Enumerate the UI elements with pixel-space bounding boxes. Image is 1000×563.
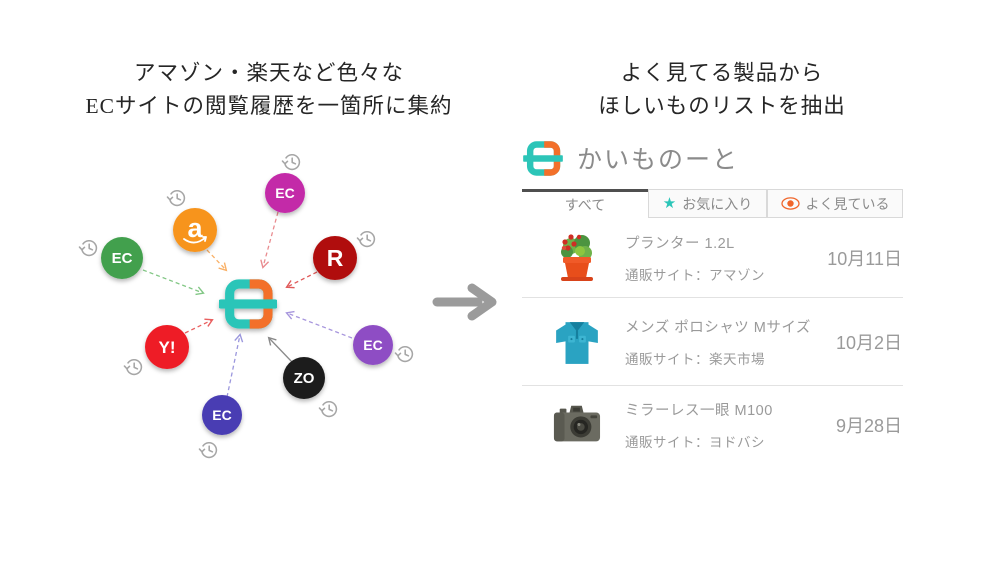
right-headline-line2: ほしいものリストを抽出 bbox=[598, 94, 846, 118]
product-row-polo-shirt[interactable]: メンズ ポロシャツ Mサイズ 通販サイト：楽天市場 10月2日 bbox=[522, 298, 903, 386]
arrow-rakuten bbox=[285, 271, 318, 289]
svg-text:EC: EC bbox=[212, 407, 231, 423]
site-node-indigo-ec: EC bbox=[202, 395, 242, 435]
tab-all-label: すべて bbox=[564, 197, 606, 213]
product-site: 通販サイト：ヨドバシ bbox=[625, 434, 765, 450]
right-headline: よく見てる製品から ほしいものリストを抽出 bbox=[530, 57, 914, 123]
site-node-rakuten: R bbox=[313, 236, 357, 280]
svg-text:R: R bbox=[327, 245, 344, 271]
site-node-magenta-ec: EC bbox=[265, 173, 305, 213]
site-node-green-ec: EC bbox=[101, 237, 143, 279]
product-row-camera[interactable]: ミラーレス一眼 M100 通販サイト：ヨドバシ 9月28日 bbox=[522, 386, 903, 463]
history-clock-icon bbox=[123, 358, 143, 376]
svg-text:EC: EC bbox=[275, 185, 294, 201]
site-node-amazon: a bbox=[173, 208, 217, 252]
product-date: 9月28日 bbox=[835, 415, 902, 436]
tab-favorites[interactable]: ★ お気に入り bbox=[648, 189, 767, 218]
svg-text:EC: EC bbox=[363, 337, 382, 353]
site-node-yahoo: Y! bbox=[145, 325, 189, 369]
polo-shirt-icon bbox=[554, 318, 600, 366]
ec-sites-diagram: EC a EC R Y! EC ZO EC bbox=[78, 153, 414, 459]
svg-text:ZO: ZO bbox=[294, 370, 315, 387]
app-name: かいものーと bbox=[577, 146, 740, 174]
svg-text:EC: EC bbox=[112, 250, 133, 267]
product-list: プランター 1.2L 通販サイト：アマゾン 10月11日 メンズ ポロシャツ M… bbox=[522, 218, 903, 463]
history-clock-icon bbox=[78, 239, 98, 257]
history-clock-icon bbox=[281, 153, 301, 171]
arrow-yahoo bbox=[184, 318, 214, 334]
product-date: 10月11日 bbox=[827, 248, 902, 269]
arrow-magenta-ec bbox=[260, 211, 279, 269]
history-clock-icon bbox=[356, 230, 376, 248]
product-site: 通販サイト：アマゾン bbox=[625, 267, 765, 283]
site-node-zozo: ZO bbox=[283, 357, 325, 399]
svg-text:a: a bbox=[187, 213, 203, 243]
history-clock-icon bbox=[318, 400, 338, 418]
product-site: 通販サイト：楽天市場 bbox=[625, 351, 765, 367]
eye-icon bbox=[780, 197, 800, 210]
history-clock-icon bbox=[166, 189, 186, 207]
transform-arrow-icon bbox=[432, 282, 500, 327]
product-name: プランター 1.2L bbox=[625, 235, 735, 252]
product-date: 10月2日 bbox=[835, 332, 902, 353]
product-row-planter[interactable]: プランター 1.2L 通販サイト：アマゾン 10月11日 bbox=[522, 218, 903, 298]
tab-favorites-label: お気に入り bbox=[682, 195, 753, 212]
tab-often-viewed-label: よく見ている bbox=[805, 195, 890, 212]
svg-text:Y!: Y! bbox=[159, 338, 176, 357]
camera-icon bbox=[553, 404, 601, 446]
site-node-purple-ec: EC bbox=[353, 325, 393, 365]
app-header: かいものーと bbox=[522, 138, 903, 178]
arrow-green-ec bbox=[142, 269, 205, 296]
left-headline: アマゾン・楽天など色々な ECサイトの閲覧履歴を一箇所に集約 bbox=[28, 57, 510, 123]
tab-often-viewed[interactable]: よく見ている bbox=[767, 189, 903, 218]
product-name: ミラーレス一眼 M100 bbox=[625, 402, 773, 419]
star-icon: ★ bbox=[662, 195, 677, 212]
history-clock-icon bbox=[394, 345, 414, 363]
app-logo-icon bbox=[523, 141, 563, 176]
history-clock-icon bbox=[198, 441, 218, 459]
left-headline-line1: アマゾン・楽天など色々な bbox=[133, 61, 404, 85]
product-name: メンズ ポロシャツ Mサイズ bbox=[625, 319, 811, 336]
arrow-purple-ec bbox=[285, 310, 353, 339]
arrow-indigo-ec bbox=[226, 333, 244, 398]
kaimonote-logo-icon bbox=[221, 284, 274, 324]
tab-bar: すべて ★ お気に入り よく見ている bbox=[522, 189, 903, 218]
arrow-amazon bbox=[206, 249, 228, 272]
potted-plant-icon bbox=[555, 233, 599, 283]
app-mockup: かいものーと すべて ★ お気に入り よく見ている bbox=[522, 138, 903, 463]
amazon-smile-icon bbox=[183, 236, 207, 244]
arrow-zozo bbox=[267, 336, 293, 363]
right-headline-line1: よく見てる製品から bbox=[620, 61, 824, 85]
left-headline-line2: ECサイトの閲覧履歴を一箇所に集約 bbox=[85, 94, 453, 118]
tab-all[interactable]: すべて bbox=[522, 189, 648, 218]
